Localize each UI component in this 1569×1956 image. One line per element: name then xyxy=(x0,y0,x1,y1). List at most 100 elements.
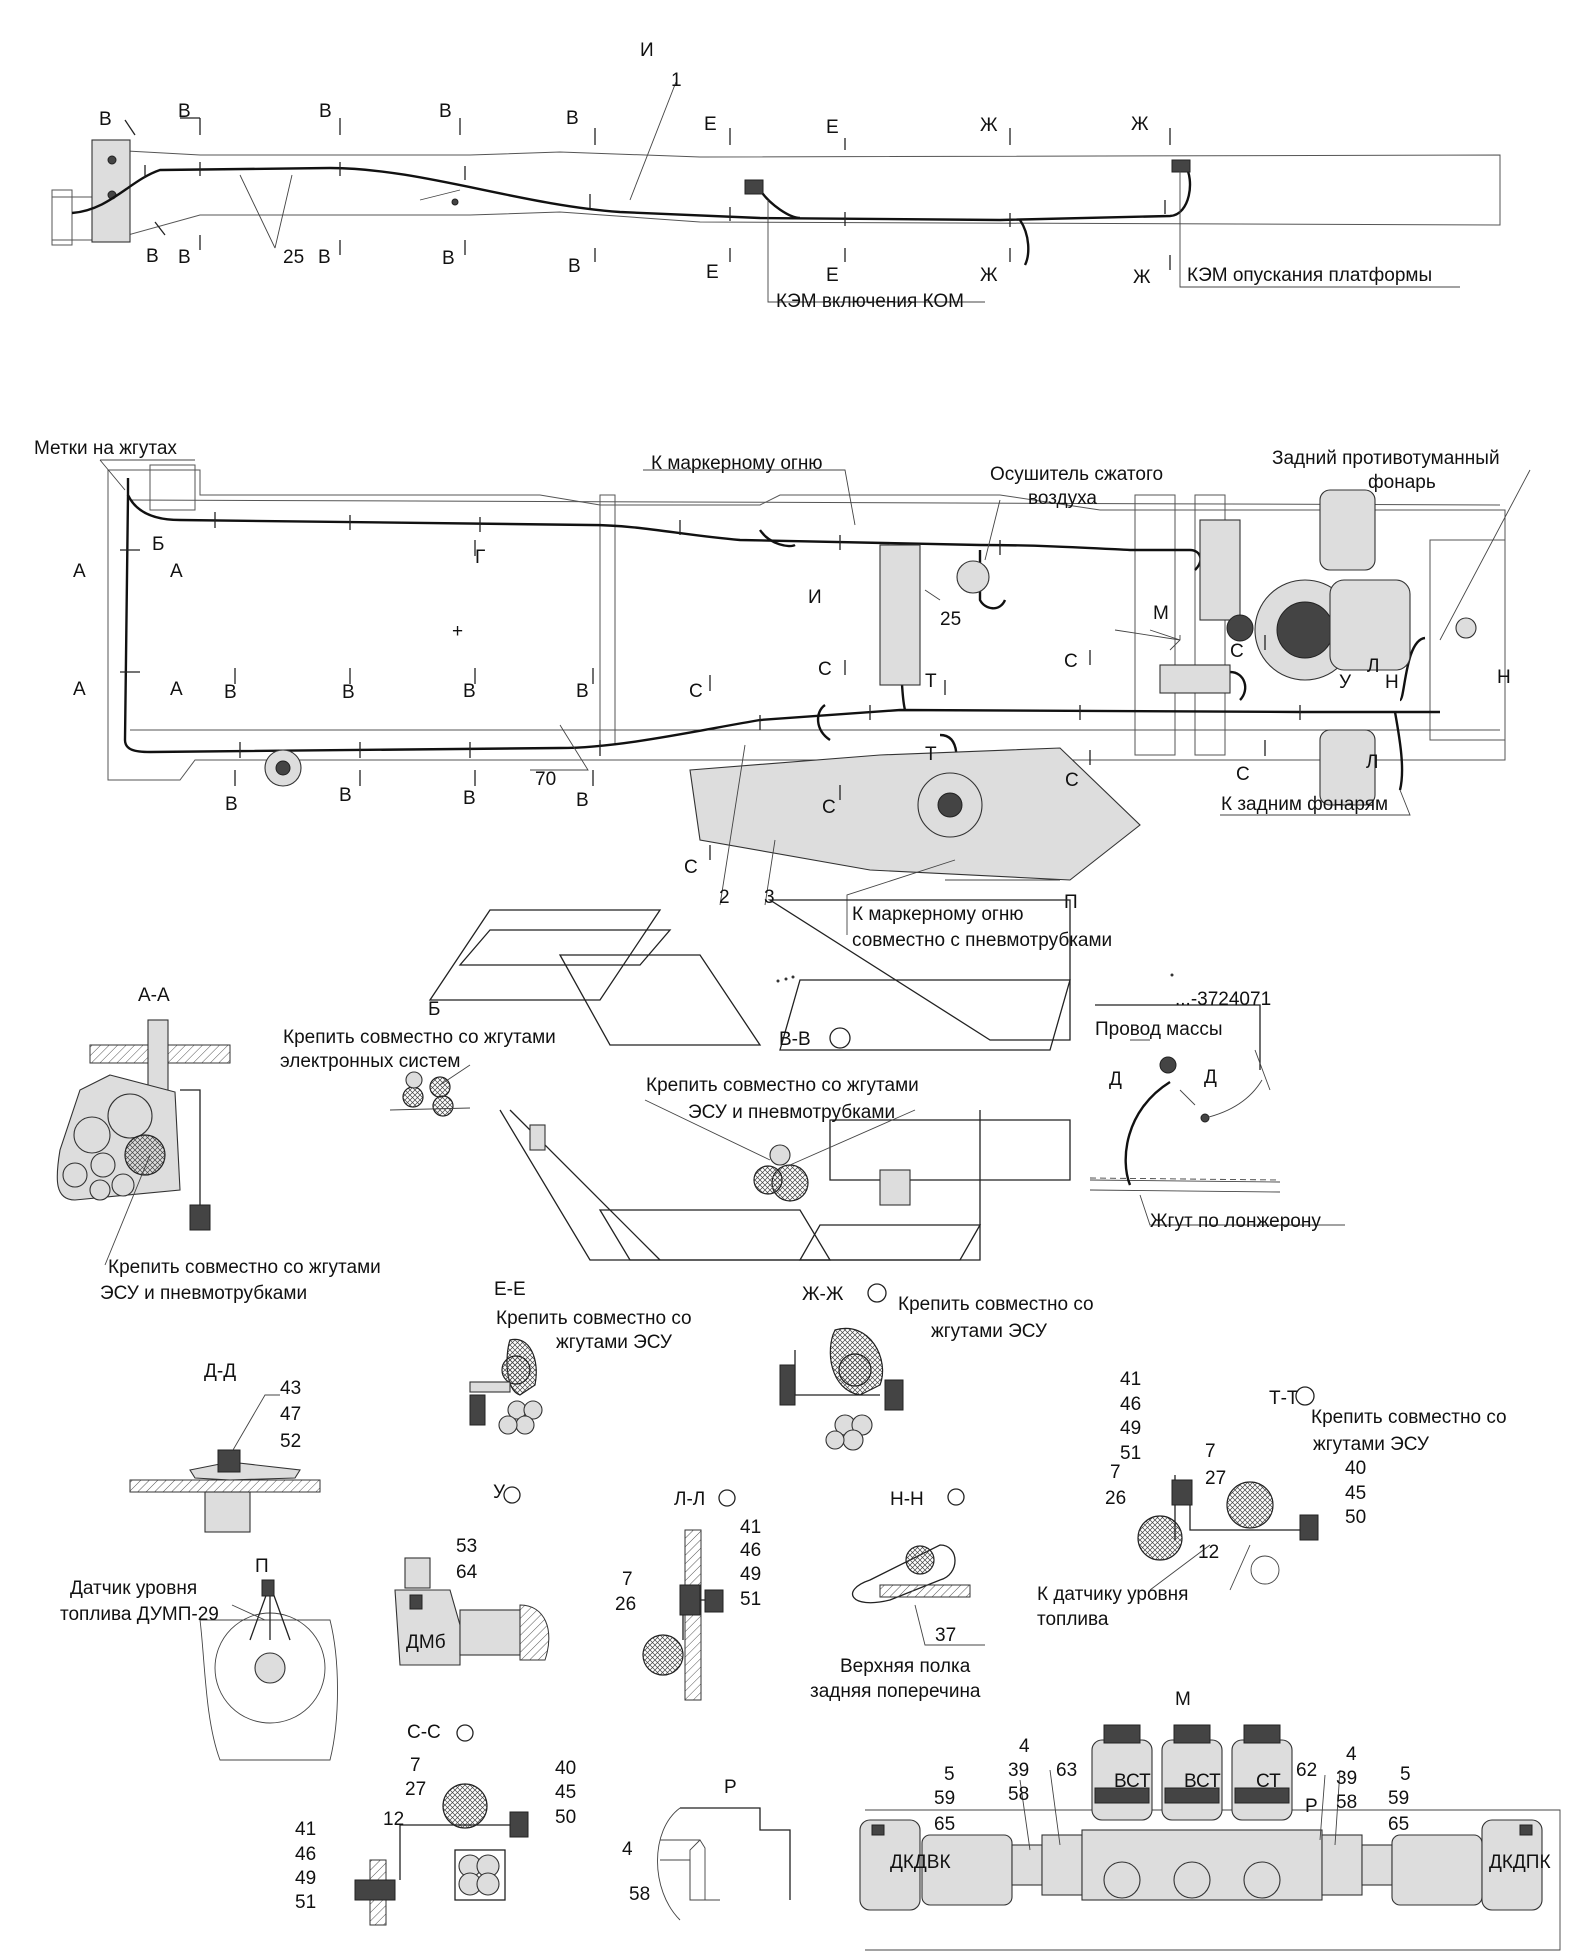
section-p: П Датчик уровня топлива ДУМП-29 xyxy=(60,1556,338,1761)
label-zadniy-2: фонарь xyxy=(1368,472,1436,493)
pos-26: 26 xyxy=(615,1594,636,1615)
label-k-marker2-2: совместно с пневмотрубками xyxy=(852,930,1112,951)
section-m-assembly: ДКДВК ДКДПК ВСТ ВСТ СТ М 5 59 65 4 39 58… xyxy=(859,1689,1561,1951)
label-zadniy-1: Задний противотуманный xyxy=(1272,448,1500,469)
label-sec-p: П xyxy=(255,1556,269,1577)
pos-59: 59 xyxy=(1388,1788,1409,1809)
cut-u: У xyxy=(1339,672,1352,693)
pos-51: 51 xyxy=(740,1589,761,1610)
label-k-marker2-1: К маркерному огню xyxy=(852,904,1024,925)
label-krepit-esu-p-2: ЭСУ и пневмотрубками xyxy=(688,1102,895,1123)
cut-v: В xyxy=(439,101,452,122)
cut-e: Е xyxy=(826,117,839,138)
pos-45: 45 xyxy=(1345,1483,1366,1504)
label-sec-u: У xyxy=(493,1482,506,1503)
cut-zh: Ж xyxy=(980,265,998,286)
top-frame-view: И 1 В В В В В Е Е Ж Ж В В 25 В В В Е Е Ж… xyxy=(51,40,1501,312)
center-mark: + xyxy=(452,621,463,642)
u-connector-top xyxy=(404,1557,431,1589)
label-pos3: 3 xyxy=(764,887,775,908)
section-ee: Е-Е Крепить совместно со жгутами ЭСУ xyxy=(469,1279,692,1435)
pos-46: 46 xyxy=(740,1540,761,1561)
pos-43: 43 xyxy=(280,1378,301,1399)
cut-v: В xyxy=(178,247,191,268)
section-nn: Н-Н 37 Верхняя полка задняя поперечина xyxy=(810,1488,985,1702)
pos-4: 4 xyxy=(1346,1744,1357,1765)
plan-frame-view: + Метки на жгутах К маркерному огню Осуш… xyxy=(34,438,1531,951)
section-aa: А-А Крепить совместно со жгутами ЭСУ и п… xyxy=(56,985,381,1304)
pos-51: 51 xyxy=(1120,1443,1141,1464)
label-k-zadnim: К задним фонарям xyxy=(1221,794,1388,815)
label-vst-1: ВСТ xyxy=(1114,1771,1151,1792)
cut-v: В xyxy=(339,785,352,806)
label-krepit-tt-1: Крепить совместно со xyxy=(1311,1407,1507,1428)
label-krepit-ee-2: жгутами ЭСУ xyxy=(556,1332,673,1353)
pos-37: 37 xyxy=(935,1625,956,1646)
label-sec-vv: В-В xyxy=(779,1029,811,1050)
label-pos1: 1 xyxy=(671,70,682,91)
pos-5: 5 xyxy=(944,1764,955,1785)
section-tt: 41 46 49 51 7 26 7 27 12 40 45 50 Т-Т Кр… xyxy=(1037,1369,1507,1630)
label-krepit-el-2: электронных систем xyxy=(280,1051,460,1072)
pos-39: 39 xyxy=(1336,1768,1357,1789)
label-krepit-tt-2: жгутами ЭСУ xyxy=(1313,1434,1430,1455)
cut-a: А xyxy=(73,561,86,582)
label-sec-b: Б xyxy=(428,999,440,1020)
label-k-datchiku-1: К датчику уровня xyxy=(1037,1584,1188,1605)
cut-t: Т xyxy=(925,671,937,692)
rear-fog-lamp xyxy=(1319,489,1376,571)
cut-s: С xyxy=(1065,770,1079,791)
section-r: Р 4 58 xyxy=(622,1777,791,1921)
pos-51: 51 xyxy=(295,1892,316,1913)
label-sec-r: Р xyxy=(724,1777,737,1798)
pos-27: 27 xyxy=(1205,1468,1226,1489)
pos-52: 52 xyxy=(280,1431,301,1452)
label-datchik-1: Датчик уровня xyxy=(70,1578,197,1599)
cut-e: Е xyxy=(704,114,717,135)
pos-12: 12 xyxy=(1198,1542,1219,1563)
label-sec-ee: Е-Е xyxy=(494,1279,526,1300)
cut-a: А xyxy=(170,679,183,700)
label-sec-zhzh: Ж-Ж xyxy=(802,1284,844,1305)
cut-v: В xyxy=(463,788,476,809)
pos-50: 50 xyxy=(1345,1507,1366,1528)
view-b-bracket: Б Крепить совместно со жгутами электронн… xyxy=(280,899,1174,1261)
section-ll: Л-Л 41 46 49 51 7 26 xyxy=(615,1489,761,1701)
cut-zh: Ж xyxy=(1131,114,1149,135)
label-verh-1: Верхняя полка xyxy=(840,1656,971,1677)
cut-v: В xyxy=(225,794,238,815)
label-sec-m: М xyxy=(1175,1689,1191,1710)
cut-s: С xyxy=(822,797,836,818)
label-dkdpk: ДКДПК xyxy=(1489,1852,1551,1873)
cut-p: П xyxy=(1064,892,1078,913)
section-zhzh: Ж-Ж Крепить совместно со жгутами ЭСУ xyxy=(779,1283,1094,1451)
m-sensor-right xyxy=(1481,1819,1543,1911)
pos-41: 41 xyxy=(740,1517,761,1538)
cut-v: В xyxy=(318,247,331,268)
cut-v: В xyxy=(342,682,355,703)
vertical-duct xyxy=(879,544,921,686)
label-krepit-ee-1: Крепить совместно со xyxy=(496,1308,692,1329)
section-ss: С-С 7 27 12 40 45 50 41 46 49 51 xyxy=(295,1722,576,1926)
label-zhgut-lonzh: Жгут по лонжерону xyxy=(1150,1211,1321,1232)
label-pos25-top: 25 xyxy=(283,247,304,268)
pos-58: 58 xyxy=(1008,1784,1029,1805)
pos-49: 49 xyxy=(295,1868,316,1889)
pos-49: 49 xyxy=(1120,1418,1141,1439)
pos-63: 63 xyxy=(1056,1760,1077,1781)
cut-n: Н xyxy=(1385,672,1399,693)
label-dkdvk: ДКДВК xyxy=(890,1852,951,1873)
pos-7: 7 xyxy=(1110,1462,1121,1483)
pos-7: 7 xyxy=(410,1755,421,1776)
pos-40: 40 xyxy=(555,1758,576,1779)
cut-e: Е xyxy=(706,262,719,283)
pos-46: 46 xyxy=(295,1844,316,1865)
cut-zh: Ж xyxy=(1133,267,1151,288)
pos-5: 5 xyxy=(1400,1764,1411,1785)
cut-v: В xyxy=(178,101,191,122)
cut-d: Д xyxy=(1109,1069,1122,1090)
label-krepit-zh-2: жгутами ЭСУ xyxy=(931,1321,1048,1342)
pos-26: 26 xyxy=(1105,1488,1126,1509)
pos-65: 65 xyxy=(934,1814,955,1835)
pos-59: 59 xyxy=(934,1788,955,1809)
